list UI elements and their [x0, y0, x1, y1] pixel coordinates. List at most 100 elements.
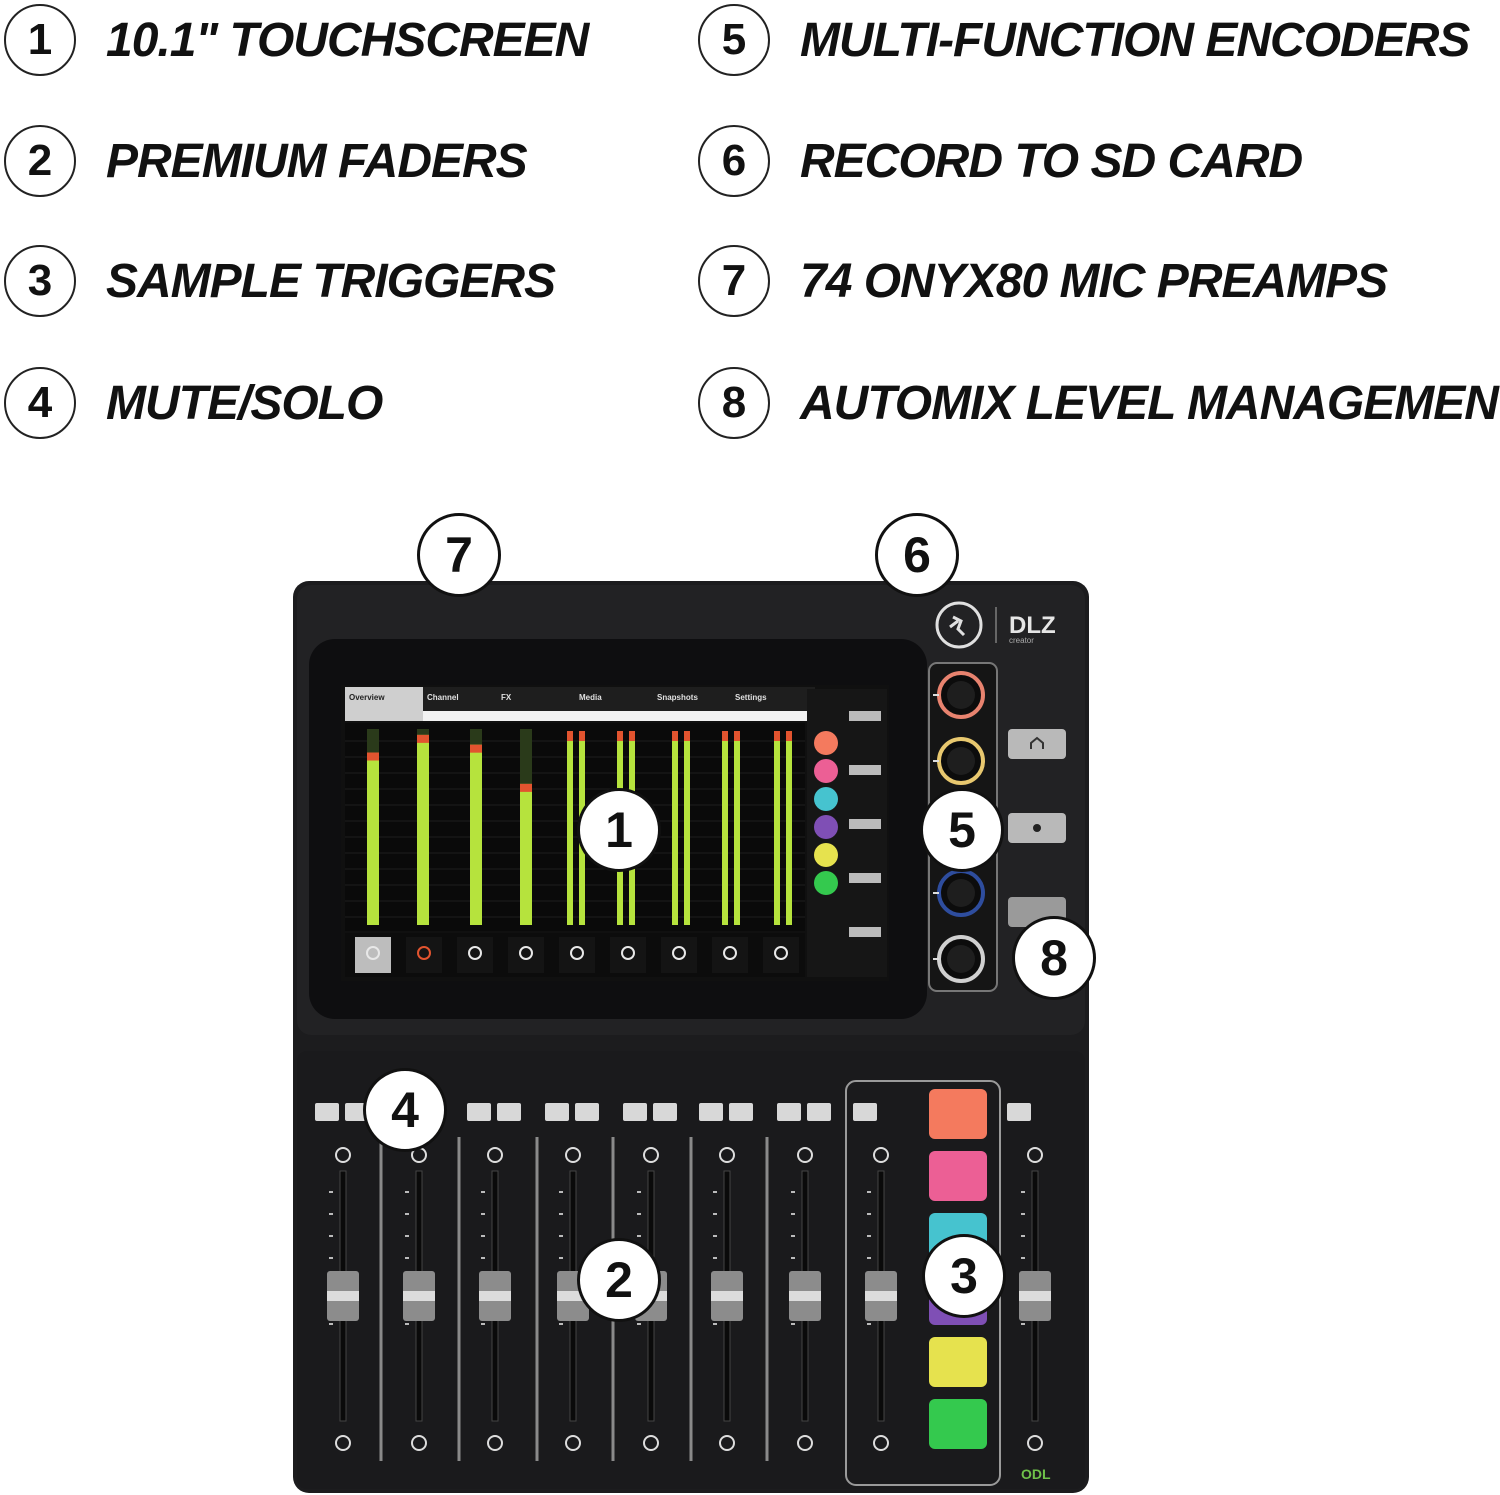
brand-label: DLZ: [1009, 612, 1056, 639]
screen-tab[interactable]: Media: [579, 693, 602, 702]
fader-tick: [405, 1323, 409, 1325]
select-button[interactable]: [565, 1147, 581, 1163]
mic-icon: [468, 946, 482, 960]
running-man-logo-icon: [935, 601, 983, 649]
select-button[interactable]: [335, 1435, 351, 1451]
sample-pad[interactable]: [929, 1399, 987, 1449]
channel-icon-tile[interactable]: [712, 937, 748, 973]
mute-button[interactable]: [623, 1103, 647, 1121]
fader-tick: [1021, 1213, 1025, 1215]
fader-tick: [559, 1235, 563, 1237]
screen-tab[interactable]: Settings: [735, 693, 767, 702]
select-button[interactable]: [643, 1435, 659, 1451]
channel-icon-tile[interactable]: [508, 937, 544, 973]
mic-icon: [366, 946, 380, 960]
select-button[interactable]: [1027, 1435, 1043, 1451]
select-button[interactable]: [1027, 1147, 1043, 1163]
fader-cap-line: [403, 1291, 435, 1301]
screen-pad-button[interactable]: [814, 843, 838, 867]
fader-tick: [481, 1257, 485, 1259]
sample-pad[interactable]: [929, 1337, 987, 1387]
fader-cap-line: [789, 1291, 821, 1301]
mute-button[interactable]: [545, 1103, 569, 1121]
feature-number: 4: [4, 367, 76, 439]
fader-tick: [405, 1257, 409, 1259]
callout-1: 1: [577, 788, 661, 872]
channel-icon-tile[interactable]: [355, 937, 391, 973]
solo-button[interactable]: [575, 1103, 599, 1121]
mute-button[interactable]: [315, 1103, 339, 1121]
select-button[interactable]: [719, 1147, 735, 1163]
screen-tab[interactable]: Overview: [349, 693, 385, 702]
channel-icon-tile[interactable]: [610, 937, 646, 973]
fader-tick: [1021, 1257, 1025, 1259]
fader-cap-line: [711, 1291, 743, 1301]
mute-button[interactable]: [1007, 1103, 1031, 1121]
channel-icon-tile[interactable]: [661, 937, 697, 973]
fader-tick: [559, 1191, 563, 1193]
select-button[interactable]: [797, 1147, 813, 1163]
callout-3: 3: [922, 1234, 1006, 1318]
meter-peak: [629, 731, 635, 741]
mute-button[interactable]: [467, 1103, 491, 1121]
solo-button[interactable]: [729, 1103, 753, 1121]
fader-tick: [481, 1323, 485, 1325]
select-button[interactable]: [873, 1147, 889, 1163]
select-button[interactable]: [719, 1435, 735, 1451]
screen-pad-button[interactable]: [814, 759, 838, 783]
channel-icon-tile[interactable]: [457, 937, 493, 973]
fader-tick: [405, 1191, 409, 1193]
select-button[interactable]: [487, 1435, 503, 1451]
feature-7: 7 74 ONYX80 MIC PREAMPS: [698, 245, 1388, 317]
select-button[interactable]: [565, 1435, 581, 1451]
callout-5: 5: [920, 788, 1004, 872]
solo-button[interactable]: [807, 1103, 831, 1121]
select-button[interactable]: [643, 1147, 659, 1163]
fader-tick: [867, 1213, 871, 1215]
fader-tick: [329, 1257, 333, 1259]
screen-tab[interactable]: Channel: [427, 693, 459, 702]
mic-icon: [723, 946, 737, 960]
meter-bar: [470, 744, 482, 925]
meter-peak: [734, 731, 740, 741]
feature-number: 3: [4, 245, 76, 317]
select-button[interactable]: [487, 1147, 503, 1163]
home-button[interactable]: [1008, 729, 1066, 759]
screen-pad-button[interactable]: [814, 815, 838, 839]
channel-icon-tile[interactable]: [763, 937, 799, 973]
select-button[interactable]: [873, 1435, 889, 1451]
channel-icon-tile[interactable]: [406, 937, 442, 973]
mute-button[interactable]: [699, 1103, 723, 1121]
screen-tab[interactable]: Snapshots: [657, 693, 698, 702]
mute-button[interactable]: [853, 1103, 877, 1121]
fader-tick: [559, 1257, 563, 1259]
select-button[interactable]: [411, 1435, 427, 1451]
sample-pad[interactable]: [929, 1089, 987, 1139]
callout-6: 6: [875, 513, 959, 597]
screen-pad-button[interactable]: [814, 787, 838, 811]
screen-level-readout: [849, 765, 881, 775]
screen-pad-button[interactable]: [814, 731, 838, 755]
fader-tick: [713, 1235, 717, 1237]
fader-tick: [867, 1323, 871, 1325]
solo-button[interactable]: [497, 1103, 521, 1121]
meter-peak: [786, 731, 792, 741]
fader-cap-line: [865, 1291, 897, 1301]
fader-cap-line: [479, 1291, 511, 1301]
select-button[interactable]: [797, 1435, 813, 1451]
fader-tick: [637, 1191, 641, 1193]
mute-button[interactable]: [777, 1103, 801, 1121]
select-button[interactable]: [335, 1147, 351, 1163]
solo-button[interactable]: [653, 1103, 677, 1121]
feature-1: 1 10.1" TOUCHSCREEN: [4, 4, 589, 76]
screen-pad-button[interactable]: [814, 871, 838, 895]
mic-icon: [774, 946, 788, 960]
meter-peak: [579, 731, 585, 741]
meter-bar: [734, 731, 740, 925]
sample-pad[interactable]: [929, 1151, 987, 1201]
fader-tick: [637, 1323, 641, 1325]
fader-tick: [713, 1191, 717, 1193]
channel-icon-tile[interactable]: [559, 937, 595, 973]
screen-tab[interactable]: FX: [501, 693, 512, 702]
